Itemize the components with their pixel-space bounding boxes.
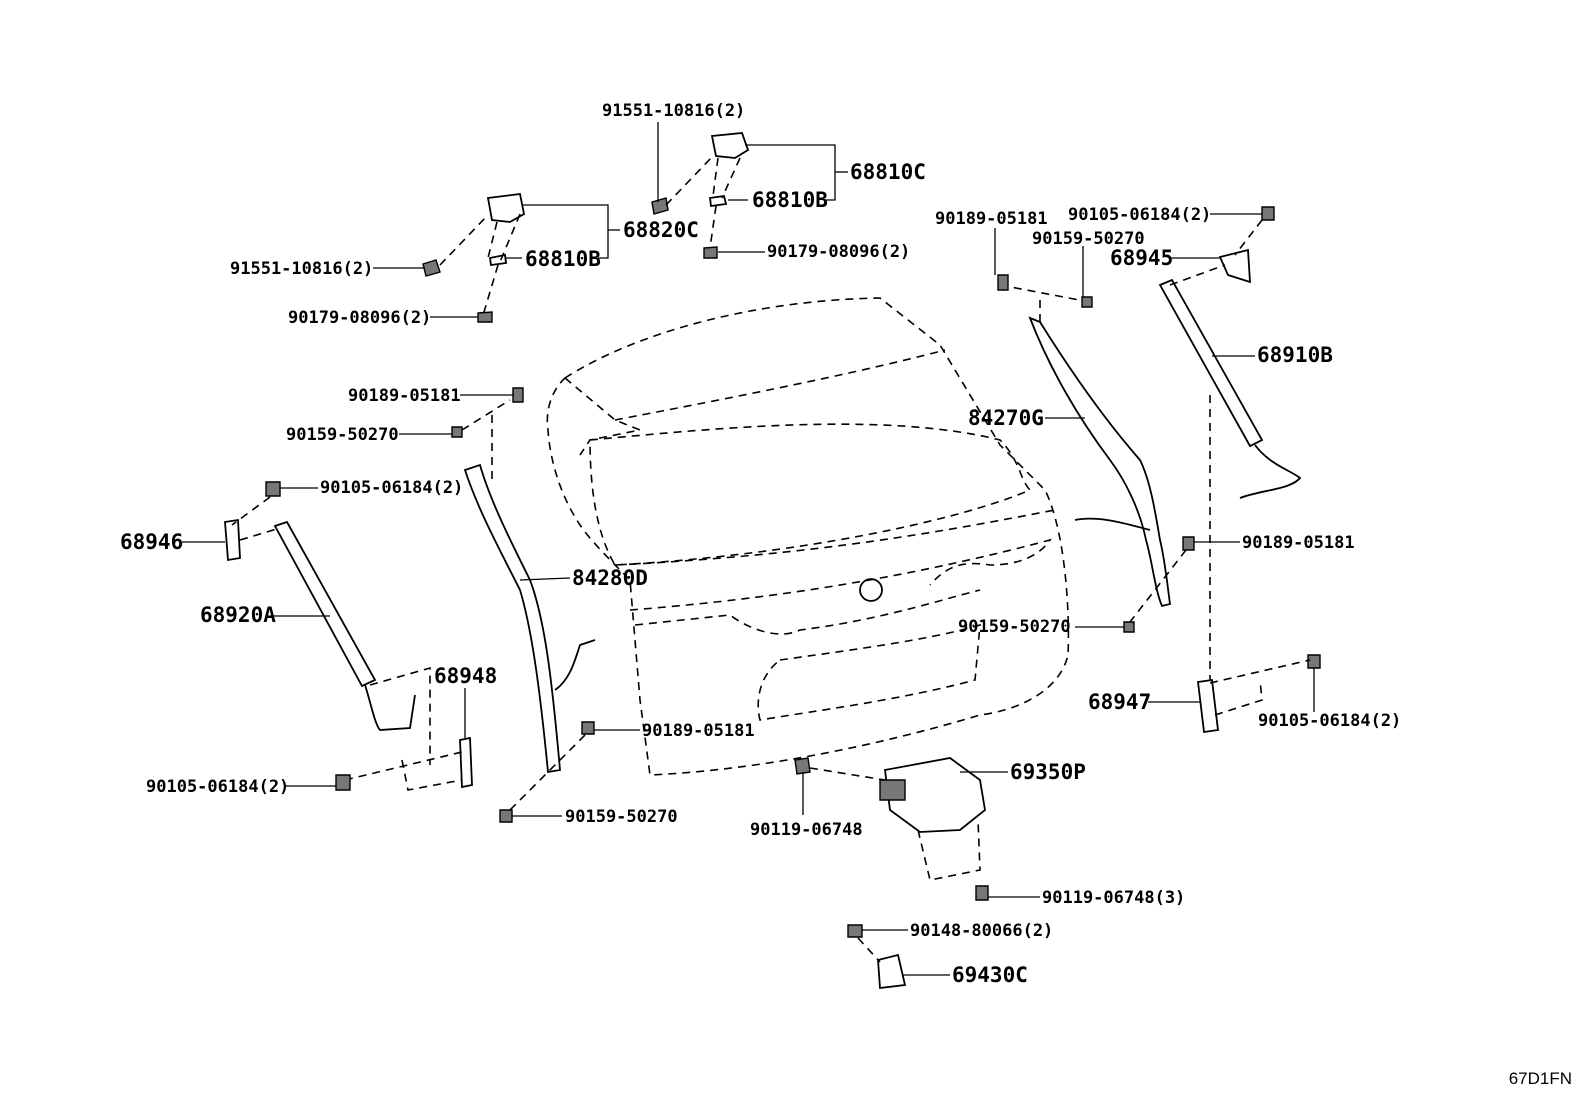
- diagram-code: 67D1FN: [1508, 1069, 1572, 1088]
- label-69430C: 69430C: [952, 963, 1028, 987]
- label-90119-b: 90119-06748(3): [1042, 888, 1185, 908]
- leader-lines: [182, 122, 1315, 976]
- label-68948: 68948: [434, 664, 497, 688]
- label-68810C: 68810C: [850, 160, 926, 184]
- label-68945: 68945: [1110, 246, 1173, 270]
- label-90159-bottom-center: 90159-50270: [565, 807, 678, 827]
- garnish-84280D: [451, 387, 596, 823]
- label-90105-top-right: 90105-06184(2): [1068, 205, 1211, 225]
- label-68920A: 68920A: [200, 603, 276, 627]
- label-68820C: 68820C: [623, 218, 699, 242]
- label-90179-right: 90179-08096(2): [767, 242, 910, 262]
- label-84270G: 84270G: [968, 406, 1044, 430]
- label-90105-bottom-left: 90105-06184(2): [146, 777, 289, 797]
- label-90189-left: 90189-05181: [348, 386, 461, 406]
- label-68946: 68946: [120, 530, 183, 554]
- label-91551-top: 91551-10816(2): [602, 101, 745, 121]
- label-68810B-left: 68810B: [525, 247, 601, 271]
- label-91551-left: 91551-10816(2): [230, 259, 373, 279]
- label-68810B-right: 68810B: [752, 188, 828, 212]
- label-90189-top-right: 90189-05181: [935, 209, 1048, 229]
- label-90148: 90148-80066(2): [910, 921, 1053, 941]
- garnish-84270G: [997, 274, 1195, 633]
- label-90105-right: 90105-06184(2): [1258, 711, 1401, 731]
- label-90189-bottom-center: 90189-05181: [642, 721, 755, 741]
- label-90105-left: 90105-06184(2): [320, 478, 463, 498]
- part-labels: 91551-10816(2) 68810C 68810B 90179-08096…: [120, 101, 1401, 987]
- label-69350P: 69350P: [1010, 760, 1086, 784]
- back-door-panel: [546, 297, 1070, 776]
- label-90179-left: 90179-08096(2): [288, 308, 431, 328]
- hinge-left: [422, 193, 526, 323]
- label-68910B: 68910B: [1257, 343, 1333, 367]
- lock-69350P: [794, 757, 989, 990]
- hinge-right: [651, 132, 750, 259]
- label-90159-right: 90159-50270: [958, 617, 1071, 637]
- label-90159-left: 90159-50270: [286, 425, 399, 445]
- label-68947: 68947: [1088, 690, 1151, 714]
- label-90159-top-right: 90159-50270: [1032, 229, 1145, 249]
- label-90189-right: 90189-05181: [1242, 533, 1355, 553]
- label-90119-a: 90119-06748: [750, 820, 863, 840]
- strut-68920A: [224, 481, 473, 791]
- label-84280D: 84280D: [572, 566, 648, 590]
- strut-68910B: [1158, 206, 1321, 734]
